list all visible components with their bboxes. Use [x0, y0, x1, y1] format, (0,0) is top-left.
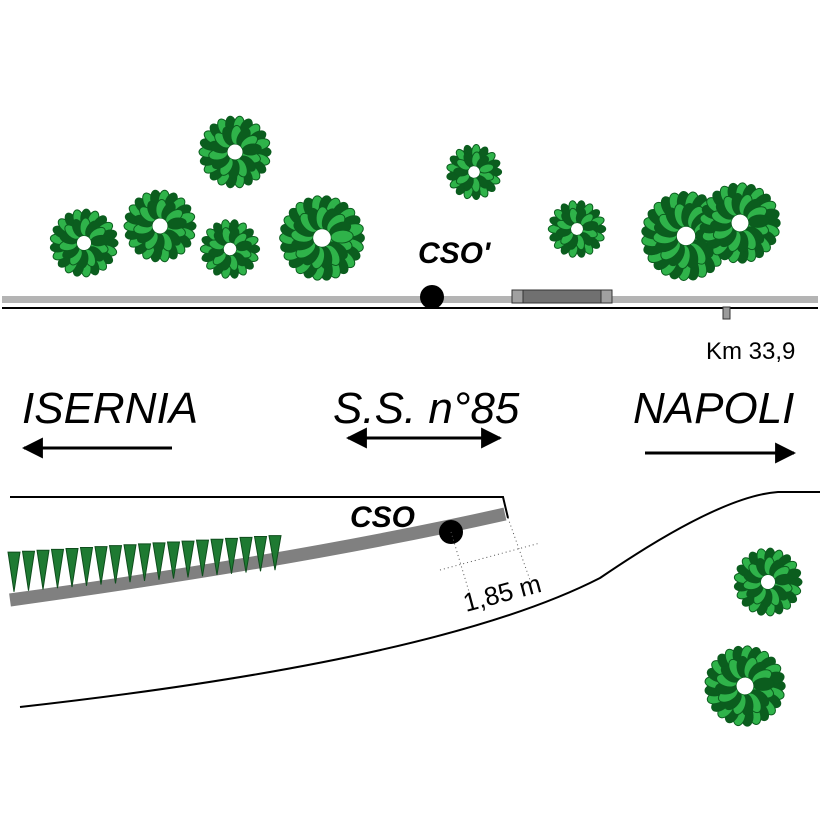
grass-tuft	[21, 550, 36, 591]
tree-icon	[547, 200, 607, 258]
grass-tuft	[268, 535, 282, 571]
trees-group	[49, 115, 803, 727]
tree-icon	[49, 208, 119, 278]
cso-top-label: CSO'	[418, 237, 491, 270]
road-edge-upper	[10, 496, 509, 519]
grass-tuft	[79, 547, 94, 586]
tree-icon	[279, 195, 365, 281]
tree-icon	[446, 144, 503, 200]
lower-road	[7, 491, 820, 708]
km-post	[722, 306, 731, 320]
grass-tuft	[181, 540, 195, 578]
grass-tuft	[36, 549, 50, 590]
cso-bottom-label: CSO	[350, 501, 415, 534]
grass-tuft	[65, 547, 79, 588]
grass-tuft	[123, 544, 137, 583]
tree-icon	[123, 189, 197, 263]
grass-tuft	[94, 546, 108, 585]
grass-tuft	[195, 539, 210, 577]
barrier-block	[511, 289, 613, 304]
grass-tuft	[108, 545, 123, 584]
upper-road	[2, 285, 818, 320]
napoli-label: NAPOLI	[633, 384, 794, 433]
road-edge-lower-curve	[19, 491, 820, 708]
isernia-label: ISERNIA	[22, 384, 198, 433]
road-name-label: S.S. n°85	[333, 384, 520, 433]
tree-icon	[199, 219, 261, 279]
grass-tuft	[224, 537, 239, 574]
grass-tuft	[152, 542, 166, 580]
grass-tuft	[210, 538, 224, 576]
distance-label: 1,85 m	[460, 568, 545, 618]
km-label: Km 33,9	[706, 338, 795, 365]
grass-tuft	[137, 543, 152, 582]
tree-icon	[704, 645, 786, 727]
tree-icon	[733, 547, 803, 617]
grass-strip	[7, 535, 282, 592]
tree-icon	[699, 182, 781, 264]
grass-tuft	[166, 541, 181, 579]
distance-dimension	[439, 517, 541, 596]
grass-tuft	[239, 536, 253, 573]
grass-tuft	[50, 548, 65, 589]
grass-tuft	[253, 535, 268, 572]
grass-tuft	[7, 551, 21, 592]
cso-top-marker	[420, 285, 444, 309]
tree-icon	[198, 115, 272, 189]
upper-road-shoulder	[2, 296, 818, 303]
